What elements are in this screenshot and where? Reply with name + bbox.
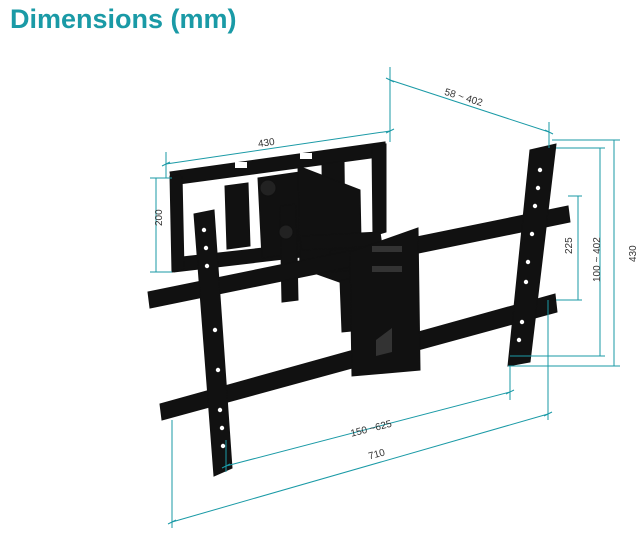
dim-wall-plate-height — [150, 177, 172, 273]
left-vertical-bracket — [193, 209, 233, 477]
label-wall-plate-width: 430 — [257, 137, 275, 150]
label-arm-height-min: 225 — [564, 237, 575, 254]
label-total-width: 710 — [367, 447, 386, 462]
dim-total-width — [167, 300, 553, 528]
label-wall-plate-height: 200 — [154, 209, 165, 226]
dimension-lines — [150, 67, 620, 528]
tv-adapter-plate — [349, 227, 421, 377]
label-arm-spacing: 150 ~625 — [350, 419, 394, 440]
dim-right-verticals — [508, 139, 620, 367]
dim-arm-extension — [385, 67, 554, 148]
right-vertical-bracket — [507, 143, 557, 367]
tv-mount-illustration — [147, 141, 571, 477]
label-arm-extension: 58 ~ 402 — [443, 87, 484, 109]
page-title: Dimensions (mm) — [10, 4, 237, 34]
dim-arm-spacing — [221, 366, 515, 472]
label-arm-height-max: 430 — [628, 245, 639, 262]
dim-wall-plate-width — [161, 126, 395, 178]
label-arm-height-range: 100 ~ 402 — [592, 237, 603, 282]
